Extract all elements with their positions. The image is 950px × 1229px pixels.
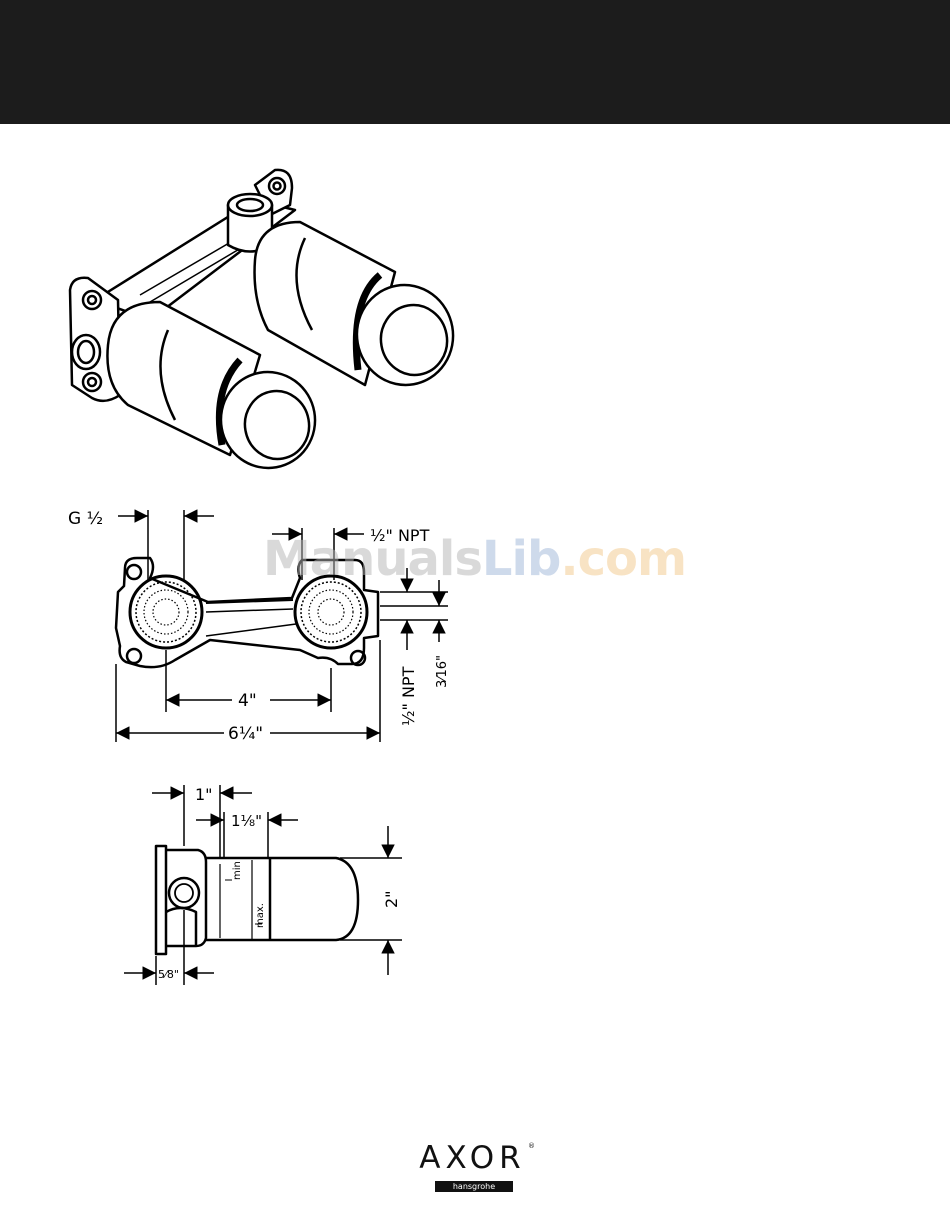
watermark-part-lib: Lib (482, 531, 560, 587)
label-three-sixteenths: 3⁄16" (435, 655, 450, 688)
label-two-inch: 2" (382, 890, 401, 908)
label-npt-side: ½" NPT (399, 666, 418, 726)
brand-sub: hansgrohe (435, 1181, 513, 1192)
watermark: ManualsLib.com (263, 531, 686, 587)
isometric-view (70, 170, 461, 476)
label-five-eighths: 5⁄8" (158, 968, 179, 981)
label-four-inch: 4" (238, 691, 257, 711)
registered-mark: ® (528, 1142, 535, 1150)
side-view (156, 846, 358, 954)
label-six-quarter: 6¼" (228, 724, 263, 744)
label-g-half: G ½ (68, 509, 103, 529)
watermark-part-com: .com (560, 531, 686, 587)
label-max: max. (255, 903, 266, 928)
label-min: min (232, 861, 243, 880)
label-one-inch: 1" (195, 785, 213, 804)
watermark-part-manuals: Manuals (263, 531, 482, 587)
label-one-eighth: 1⅛" (231, 812, 262, 830)
brand-logo: AXOR ® hansgrohe (410, 1140, 535, 1195)
brand-name: AXOR (410, 1140, 535, 1176)
